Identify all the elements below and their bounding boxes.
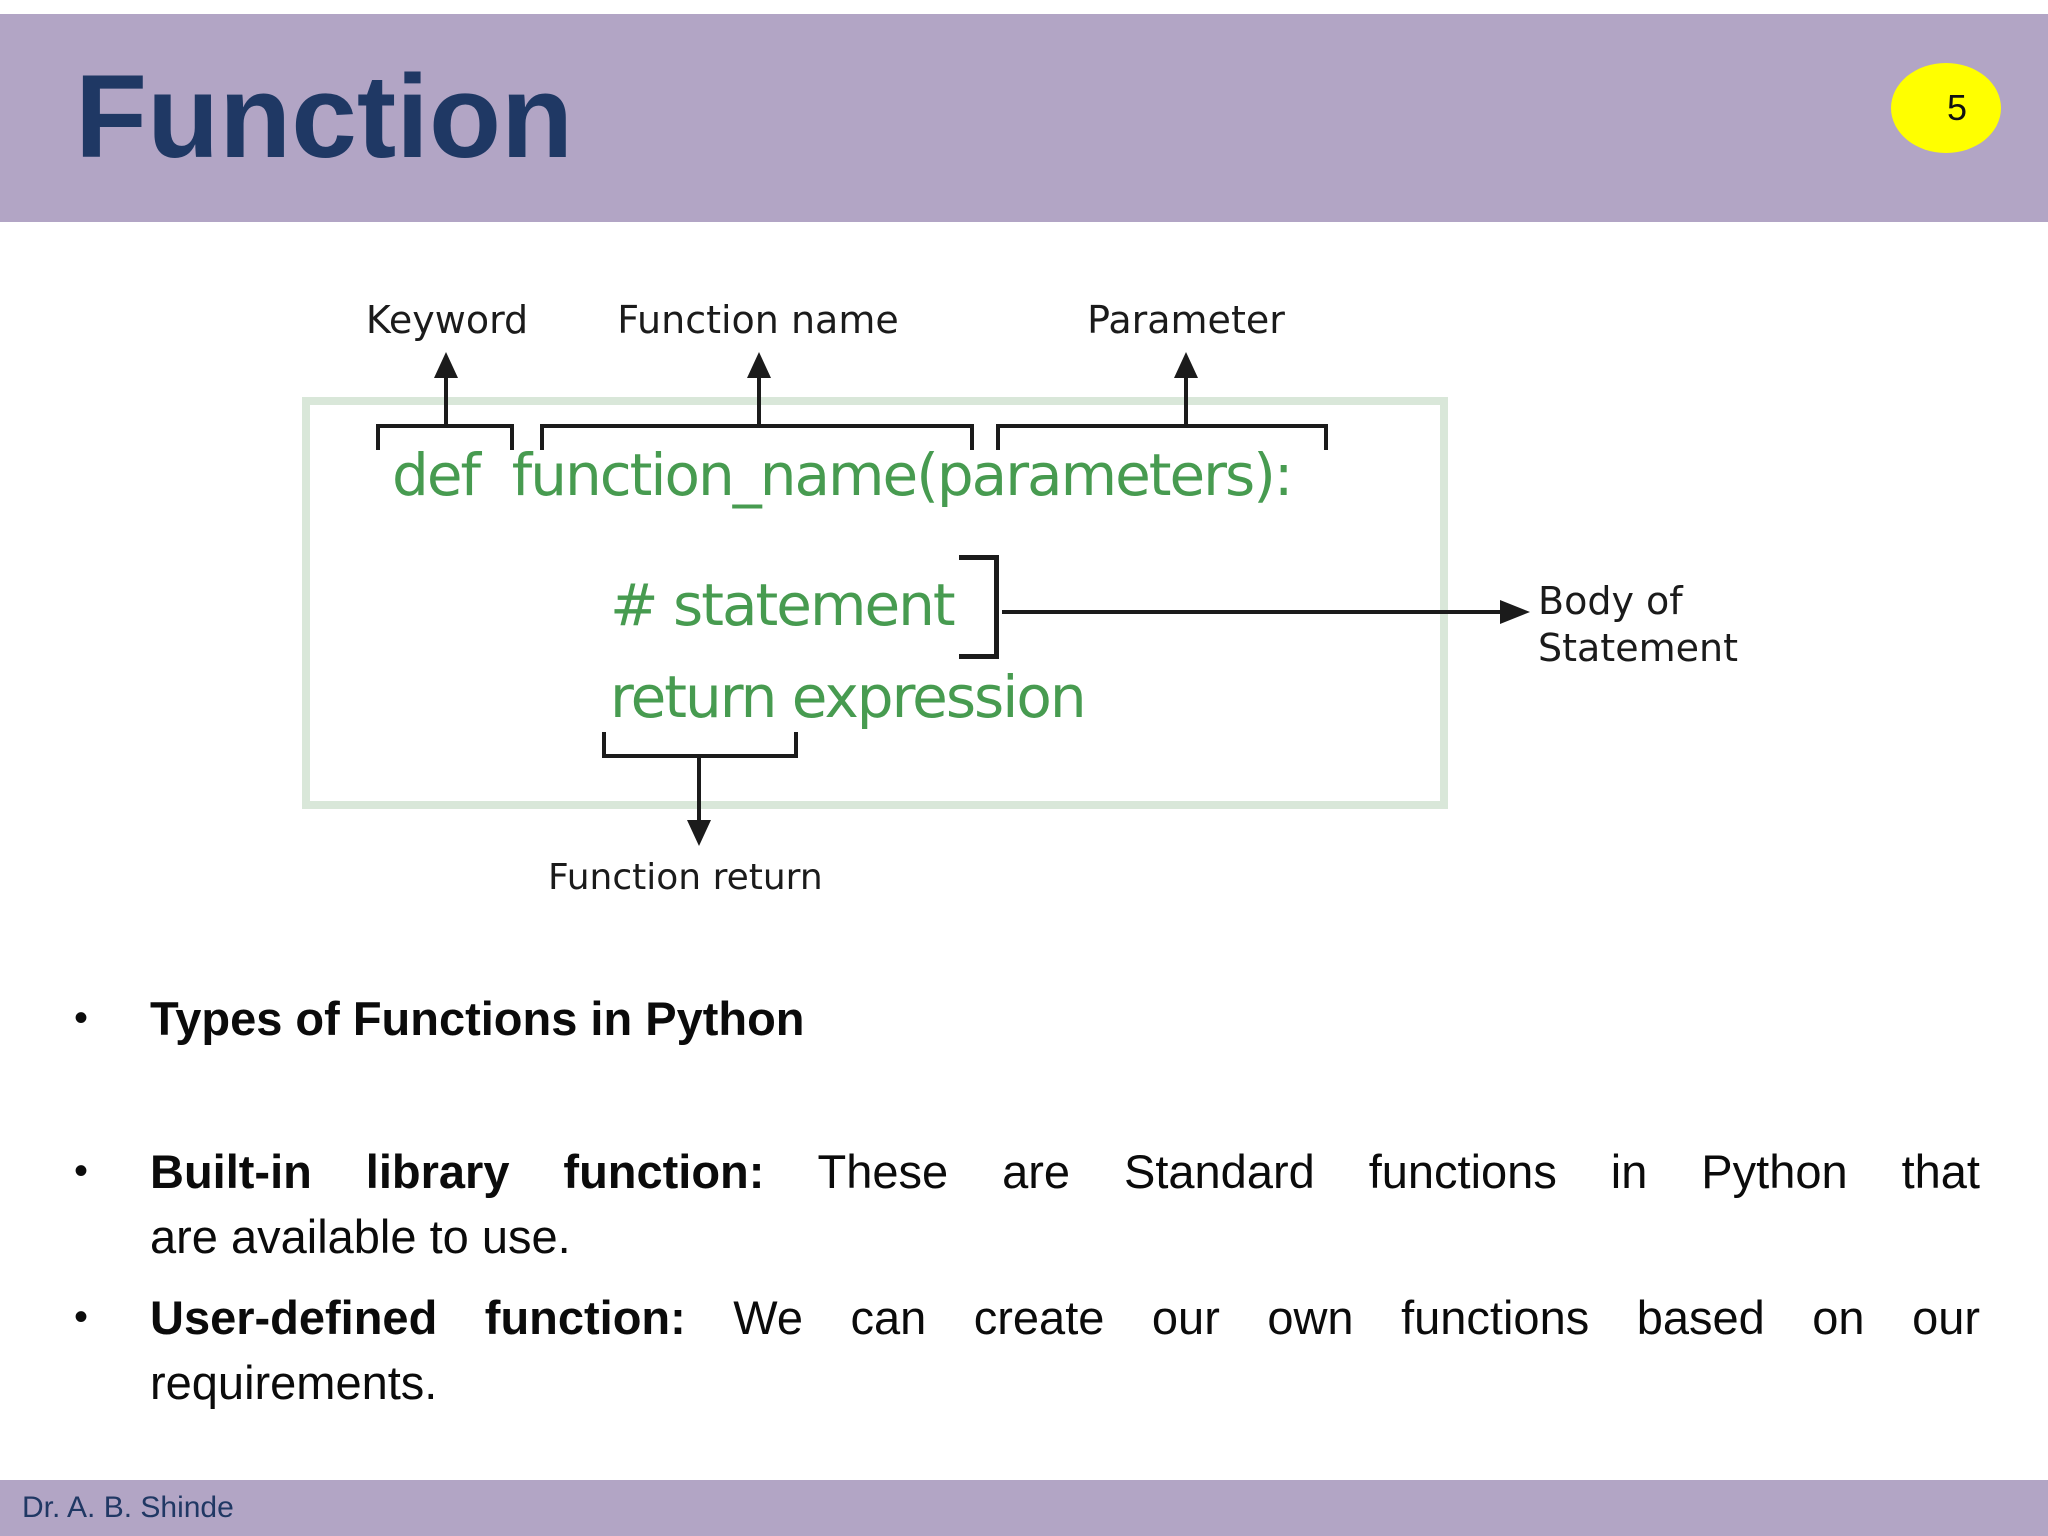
function-syntax-box	[302, 397, 1448, 809]
bullet-types-of-functions: Types of Functions in Python	[74, 986, 1980, 1051]
keyword-bracket	[376, 424, 514, 450]
page-number: 5	[1946, 87, 1968, 128]
function-return-label: Function return	[548, 857, 823, 898]
return-arrow-shaft	[697, 758, 701, 822]
return-bracket	[602, 732, 798, 758]
body-of-statement-line2: Statement	[1538, 626, 1738, 670]
code-statement-line: # statement	[610, 571, 956, 639]
parameter-bracket	[996, 424, 1328, 450]
body-arrow-icon	[1500, 600, 1530, 624]
bullet-lead: Types of Functions in Python	[150, 992, 805, 1045]
body-arrow-shaft	[1002, 610, 1504, 614]
function-name-label: Function name	[617, 298, 899, 342]
bullet-line2: are available to use.	[150, 1210, 571, 1263]
footer-author: Dr. A. B. Shinde	[22, 1491, 234, 1524]
bullet-rest: We can create our own functions based on…	[685, 1291, 1981, 1344]
keyword-label: Keyword	[365, 298, 529, 342]
body-of-statement-label: Body of Statement	[1538, 578, 1798, 672]
bullet-line2: requirements.	[150, 1356, 438, 1409]
function-name-bracket	[540, 424, 974, 450]
code-return-line: return expression	[610, 663, 1087, 731]
return-arrow-icon	[687, 820, 711, 846]
code-def-line: def function_name(parameters):	[392, 441, 1293, 509]
bullet-rest: These are Standard functions in Python t…	[764, 1145, 1980, 1198]
bullet-built-in-function: Built-in library function: These are Sta…	[74, 1139, 1980, 1269]
parameter-label: Parameter	[1087, 298, 1285, 342]
footer-bar: Dr. A. B. Shinde	[0, 1480, 2048, 1536]
statement-bracket	[959, 555, 999, 659]
header-bar	[0, 14, 2048, 222]
page-title: Function	[75, 51, 574, 183]
bullet-lead: User-defined function:	[150, 1291, 686, 1344]
body-of-statement-line1: Body of	[1538, 579, 1683, 623]
bullet-user-defined-function: User-defined function: We can create our…	[74, 1285, 1980, 1415]
bullet-lead: Built-in library function:	[150, 1145, 765, 1198]
page-number-badge: 5	[1891, 63, 2001, 153]
